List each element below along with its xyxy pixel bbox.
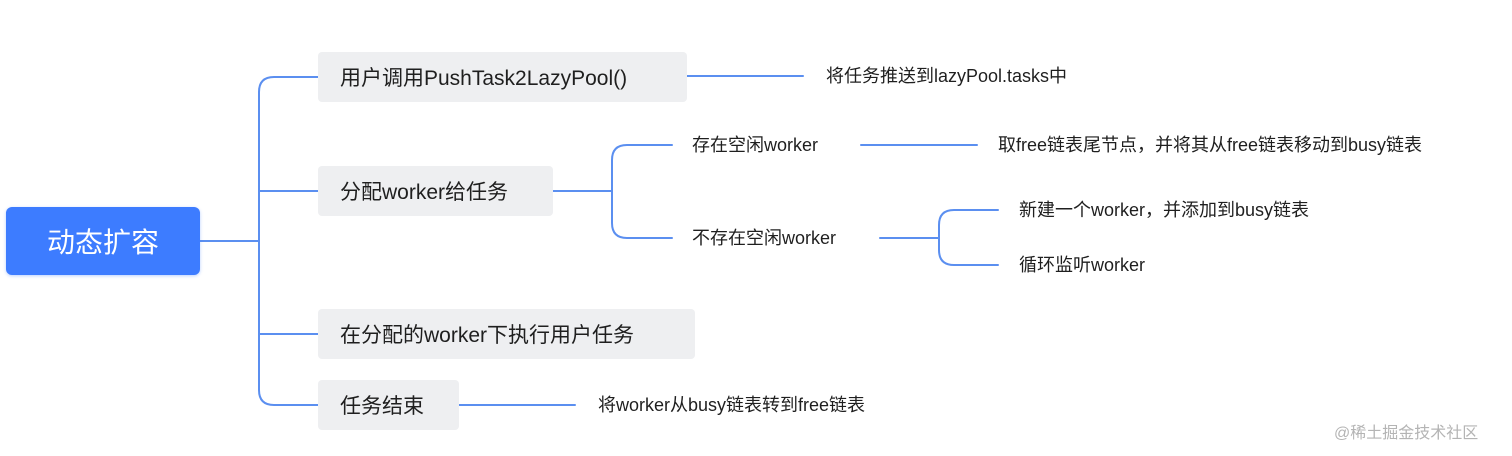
branch-assign-node: 分配worker给任务 (318, 166, 553, 216)
branch-execute-label: 在分配的worker下执行用户任务 (340, 324, 635, 347)
finish-child-leaf: 将worker从busy链表转到free链表 (598, 395, 866, 415)
branch-finish-label: 任务结束 (340, 395, 424, 418)
root-label: 动态扩容 (46, 227, 159, 258)
connector-assign-bus (611, 144, 673, 239)
watermark: @稀土掘金技术社区 (1334, 425, 1479, 442)
new-worker-leaf: 新建一个worker，并添加到busy链表 (1019, 200, 1310, 220)
connector-main-bus (258, 76, 319, 406)
idle-worker-node: 存在空闲worker (692, 135, 819, 155)
connector-noidle-bus (938, 209, 999, 266)
idle-worker-child-leaf: 取free链表尾节点，并将其从free链表移动到busy链表 (998, 135, 1423, 155)
no-idle-worker-node: 不存在空闲worker (692, 228, 837, 248)
branch-assign-label: 分配worker给任务 (340, 181, 509, 204)
root-node: 动态扩容 (6, 207, 200, 275)
push-child-leaf: 将任务推送到lazyPool.tasks中 (826, 66, 1068, 86)
branch-execute-node: 在分配的worker下执行用户任务 (318, 309, 695, 359)
loop-listen-leaf: 循环监听worker (1019, 255, 1146, 275)
branch-finish-node: 任务结束 (318, 380, 459, 430)
branch-push-label: 用户调用PushTask2LazyPool() (340, 67, 628, 90)
branch-push-node: 用户调用PushTask2LazyPool() (318, 52, 687, 102)
